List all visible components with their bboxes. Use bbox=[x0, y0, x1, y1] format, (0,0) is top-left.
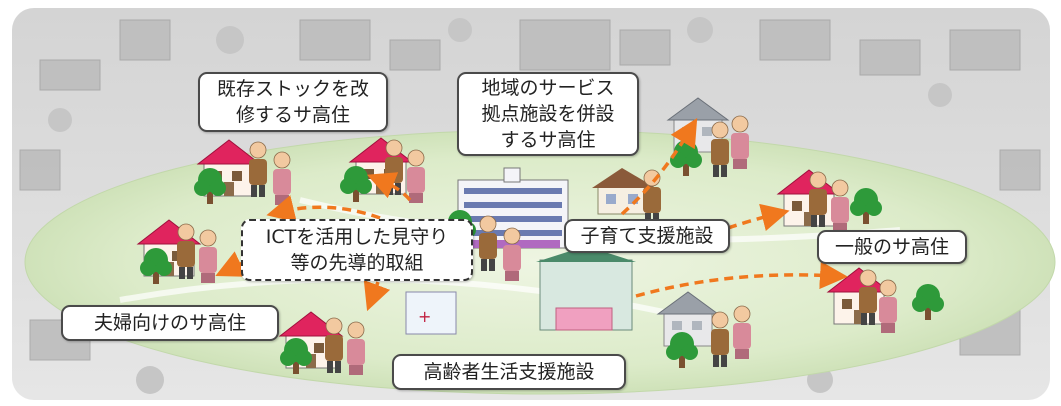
renovation-stock-label: 既存ストックを改 修するサ高住 bbox=[198, 72, 388, 132]
svg-text:+: + bbox=[418, 307, 431, 326]
couples-label: 夫婦向けのサ高住 bbox=[61, 305, 279, 341]
couples-text: 夫婦向けのサ高住 bbox=[93, 312, 246, 334]
ict-initiative-label: ICTを活用した見守り 等の先導的取組 bbox=[241, 219, 473, 281]
general-label: 一般のサ高住 bbox=[817, 230, 967, 264]
ict-initiative-line1: ICTを活用した見守り bbox=[265, 226, 449, 248]
ict-initiative-line2: 等の先導的取組 bbox=[290, 252, 424, 274]
community-service-line1: 地域のサービス bbox=[481, 77, 615, 99]
community-service-line3: するサ高住 bbox=[500, 129, 596, 151]
elderly-support-text: 高齢者生活支援施設 bbox=[423, 361, 595, 383]
renovation-stock-line1: 既存ストックを改 bbox=[216, 78, 369, 100]
childcare-label: 子育て支援施設 bbox=[564, 219, 730, 253]
elderly-support-label: 高齢者生活支援施設 bbox=[392, 354, 626, 390]
childcare-text: 子育て支援施設 bbox=[580, 225, 714, 247]
community-service-line2: 拠点施設を併設 bbox=[481, 103, 615, 125]
community-service-label: 地域のサービス 拠点施設を併設 するサ高住 bbox=[457, 72, 639, 156]
elderly-support-facility: + bbox=[405, 246, 636, 335]
childcare-facility bbox=[592, 168, 656, 215]
renovation-stock-line2: 修するサ高住 bbox=[235, 104, 350, 126]
general-text: 一般のサ高住 bbox=[834, 236, 949, 258]
